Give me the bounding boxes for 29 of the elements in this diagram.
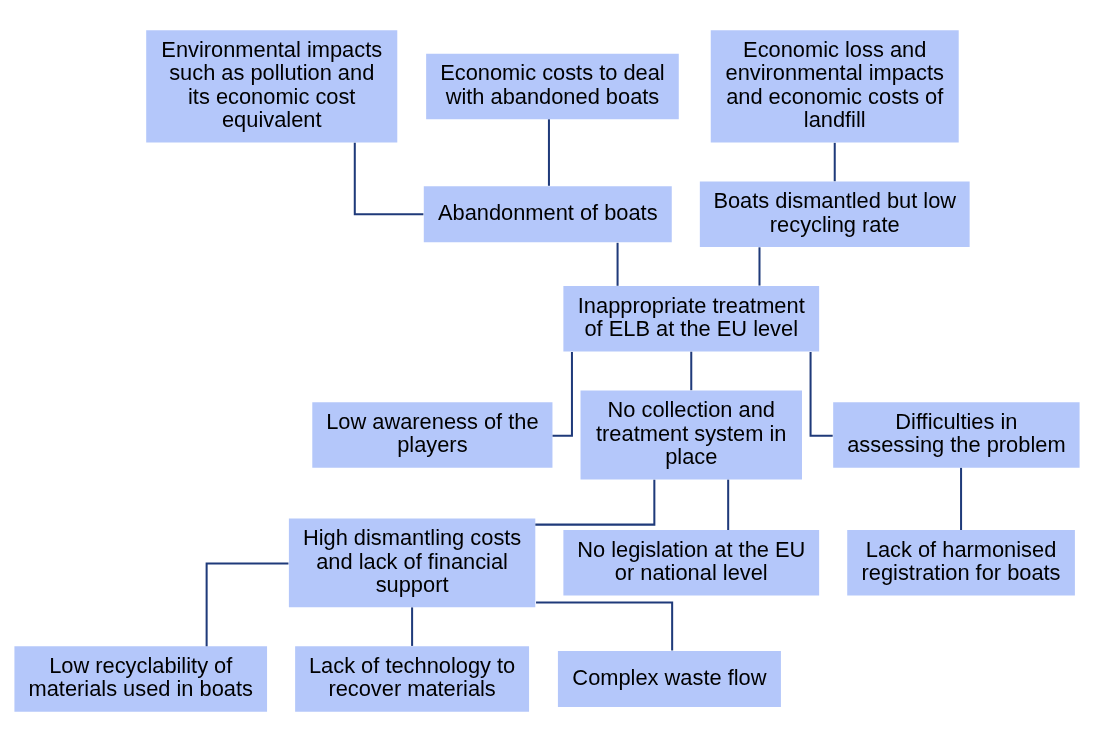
node-box: Low recyclability of materials used in boats bbox=[14, 646, 268, 712]
node-box: Environmental impacts such as pollution and its economic cost equivalent bbox=[146, 30, 398, 143]
node-box: No legislation at the EU or national level bbox=[563, 530, 820, 596]
connector bbox=[353, 142, 424, 216]
connector bbox=[616, 242, 619, 286]
node-box: Economic loss and environmental impacts and economic costs of landfill bbox=[710, 30, 959, 143]
node-box: Low awareness of the players bbox=[312, 402, 553, 468]
connector bbox=[809, 351, 833, 437]
connector bbox=[833, 142, 836, 182]
node-box: Economic costs to deal with abandoned boats bbox=[426, 53, 679, 120]
node-box: Complex waste flow bbox=[557, 650, 781, 708]
connector bbox=[547, 119, 550, 186]
node-box: Lack of technology to recover materials bbox=[295, 646, 530, 712]
connector bbox=[535, 479, 656, 526]
node-box: High dismantling costs and lack of financial support bbox=[288, 518, 536, 608]
connector bbox=[960, 467, 963, 530]
node-box: Inappropriate treatment of ELB at the EU level bbox=[563, 286, 820, 352]
connector bbox=[411, 607, 414, 646]
connector bbox=[552, 351, 573, 437]
connector bbox=[758, 247, 761, 286]
node-box: Difficulties in assessing the problem bbox=[833, 402, 1080, 468]
node-box: No collection and treatment system in place bbox=[580, 390, 802, 480]
connector bbox=[727, 479, 730, 530]
connector bbox=[536, 601, 674, 651]
connector bbox=[690, 351, 693, 391]
connector bbox=[205, 562, 289, 647]
node-box: Lack of harmonised registration for boats bbox=[847, 530, 1075, 596]
node-box: Boats dismantled but low recycling rate bbox=[699, 181, 970, 247]
node-box: Abandonment of boats bbox=[423, 186, 672, 243]
